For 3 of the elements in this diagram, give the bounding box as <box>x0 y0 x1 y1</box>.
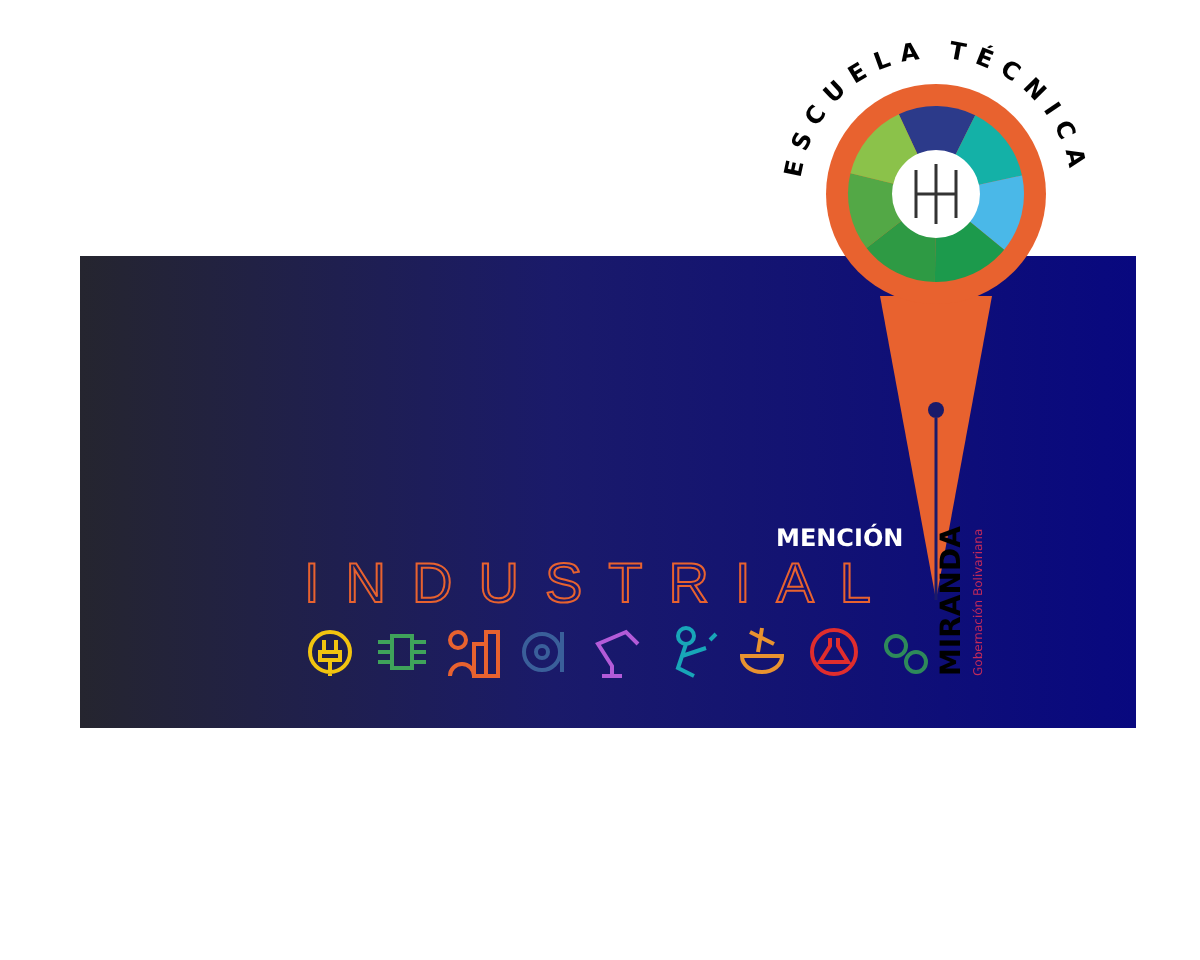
subtitle-text: MENCIÓN <box>776 524 904 552</box>
title-text: INDUSTRIAL <box>304 552 897 616</box>
region-name-text: MIRANDA <box>936 526 968 676</box>
